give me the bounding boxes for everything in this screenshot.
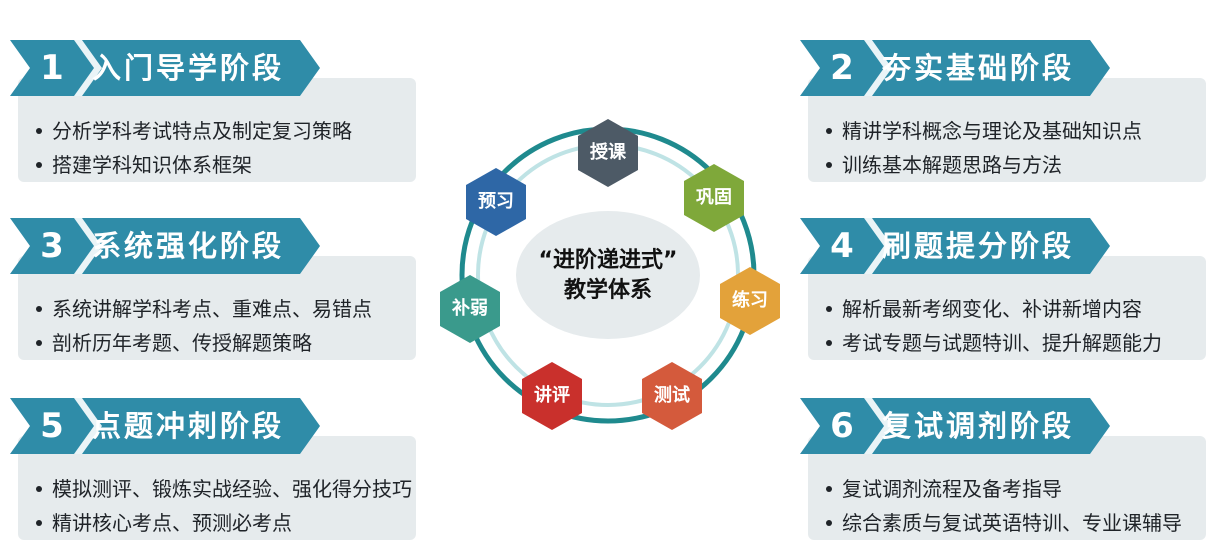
cycle-step-label: 测试 bbox=[654, 385, 690, 406]
stage-number: 3 bbox=[40, 226, 64, 266]
stage-header: 5 点题冲刺阶段 bbox=[10, 394, 320, 458]
hex-jiangping bbox=[522, 362, 582, 430]
cycle-ring bbox=[440, 119, 780, 430]
cycle-step-label: 巩固 bbox=[696, 187, 732, 208]
stage-bullet: 考试专题与试题特训、提升解题能力 bbox=[822, 326, 1212, 360]
stage-header-banner bbox=[10, 218, 320, 274]
stage-title: 系统强化阶段 bbox=[92, 229, 285, 263]
stage-bullet: 训练基本解题思路与方法 bbox=[822, 148, 1212, 182]
stage-header-banner bbox=[800, 398, 1110, 454]
cycle-step-label: 补弱 bbox=[452, 298, 488, 319]
stage-bullet: 解析最新考纲变化、补讲新增内容 bbox=[822, 292, 1212, 326]
stage-header: 3 系统强化阶段 bbox=[10, 214, 320, 278]
teaching-system-diagram: 1 入门导学阶段 分析学科考试特点及制定复习策略 搭建学科知识体系框架 3 系统… bbox=[0, 22, 1210, 540]
hex-ceshi bbox=[642, 362, 702, 430]
center-title-line2: 教学体系 bbox=[563, 278, 652, 303]
stage-number: 1 bbox=[40, 48, 64, 88]
stage-header: 2 夯实基础阶段 bbox=[800, 36, 1110, 100]
stage-header-banner bbox=[10, 398, 320, 454]
stage-header: 6 复试调剂阶段 bbox=[800, 394, 1110, 458]
cycle-step-label: 预习 bbox=[478, 191, 514, 212]
hex-lianxi bbox=[720, 267, 780, 335]
cycle-center-title: “进阶递进式” 教学体系 bbox=[518, 246, 698, 306]
hex-shouke bbox=[578, 119, 638, 187]
stage-bullet: 剖析历年考题、传授解题策略 bbox=[32, 326, 422, 360]
stage-card-5: 5 点题冲刺阶段 模拟测评、锻炼实战经验、强化得分技巧 精讲核心考点、预测必考点 bbox=[0, 380, 420, 540]
stage-bullet: 复试调剂流程及备考指导 bbox=[822, 472, 1212, 506]
stage-bullet: 系统讲解学科考点、重难点、易错点 bbox=[32, 292, 422, 326]
stage-bullet: 综合素质与复试英语特训、专业课辅导 bbox=[822, 506, 1212, 540]
stage-number: 5 bbox=[40, 406, 64, 446]
stage-title: 点题冲刺阶段 bbox=[92, 409, 285, 443]
stage-bullet: 模拟测评、锻炼实战经验、强化得分技巧 bbox=[32, 472, 422, 506]
stage-number: 4 bbox=[830, 226, 854, 266]
stage-card-6: 6 复试调剂阶段 复试调剂流程及备考指导 综合素质与复试英语特训、专业课辅导 bbox=[790, 380, 1210, 540]
stage-bullet: 搭建学科知识体系框架 bbox=[32, 148, 422, 182]
stage-title: 复试调剂阶段 bbox=[882, 409, 1075, 443]
center-title-line1: “进阶递进式” bbox=[538, 248, 678, 273]
stage-bullet-list: 解析最新考纲变化、补讲新增内容 考试专题与试题特训、提升解题能力 bbox=[822, 292, 1212, 360]
stage-bullet-list: 模拟测评、锻炼实战经验、强化得分技巧 精讲核心考点、预测必考点 bbox=[32, 472, 422, 540]
stage-bullet: 精讲核心考点、预测必考点 bbox=[32, 506, 422, 540]
stage-title: 入门导学阶段 bbox=[92, 51, 285, 85]
stage-number: 2 bbox=[830, 48, 854, 88]
hex-gonggu bbox=[684, 164, 744, 232]
stage-header: 4 刷题提分阶段 bbox=[800, 214, 1110, 278]
stage-bullet: 精讲学科概念与理论及基础知识点 bbox=[822, 114, 1212, 148]
stage-bullet: 分析学科考试特点及制定复习策略 bbox=[32, 114, 422, 148]
stage-bullet-list: 精讲学科概念与理论及基础知识点 训练基本解题思路与方法 bbox=[822, 114, 1212, 182]
stage-bullet-list: 复试调剂流程及备考指导 综合素质与复试英语特训、专业课辅导 bbox=[822, 472, 1212, 540]
stage-card-1: 1 入门导学阶段 分析学科考试特点及制定复习策略 搭建学科知识体系框架 bbox=[0, 22, 420, 182]
hex-yuxi bbox=[466, 168, 526, 236]
stage-card-4: 4 刷题提分阶段 解析最新考纲变化、补讲新增内容 考试专题与试题特训、提升解题能… bbox=[790, 200, 1210, 360]
stage-number: 6 bbox=[830, 406, 854, 446]
stage-card-3: 3 系统强化阶段 系统讲解学科考点、重难点、易错点 剖析历年考题、传授解题策略 bbox=[0, 200, 420, 360]
stage-header-banner bbox=[10, 40, 320, 96]
cycle-step-label: 授课 bbox=[590, 142, 626, 163]
stage-header: 1 入门导学阶段 bbox=[10, 36, 320, 100]
stage-card-2: 2 夯实基础阶段 精讲学科概念与理论及基础知识点 训练基本解题思路与方法 bbox=[790, 22, 1210, 182]
cycle-step-label: 练习 bbox=[732, 290, 768, 311]
stage-title: 夯实基础阶段 bbox=[882, 51, 1075, 85]
teaching-cycle: “进阶递进式” 教学体系 授课 巩固 练习 测试 讲评 补弱 预习 bbox=[428, 110, 788, 440]
hex-buruo bbox=[440, 275, 500, 343]
stage-bullet-list: 分析学科考试特点及制定复习策略 搭建学科知识体系框架 bbox=[32, 114, 422, 182]
stage-bullet-list: 系统讲解学科考点、重难点、易错点 剖析历年考题、传授解题策略 bbox=[32, 292, 422, 360]
stage-title: 刷题提分阶段 bbox=[882, 229, 1075, 263]
cycle-step-label: 讲评 bbox=[534, 385, 570, 406]
stage-header-banner bbox=[800, 218, 1110, 274]
stage-header-banner bbox=[800, 40, 1110, 96]
